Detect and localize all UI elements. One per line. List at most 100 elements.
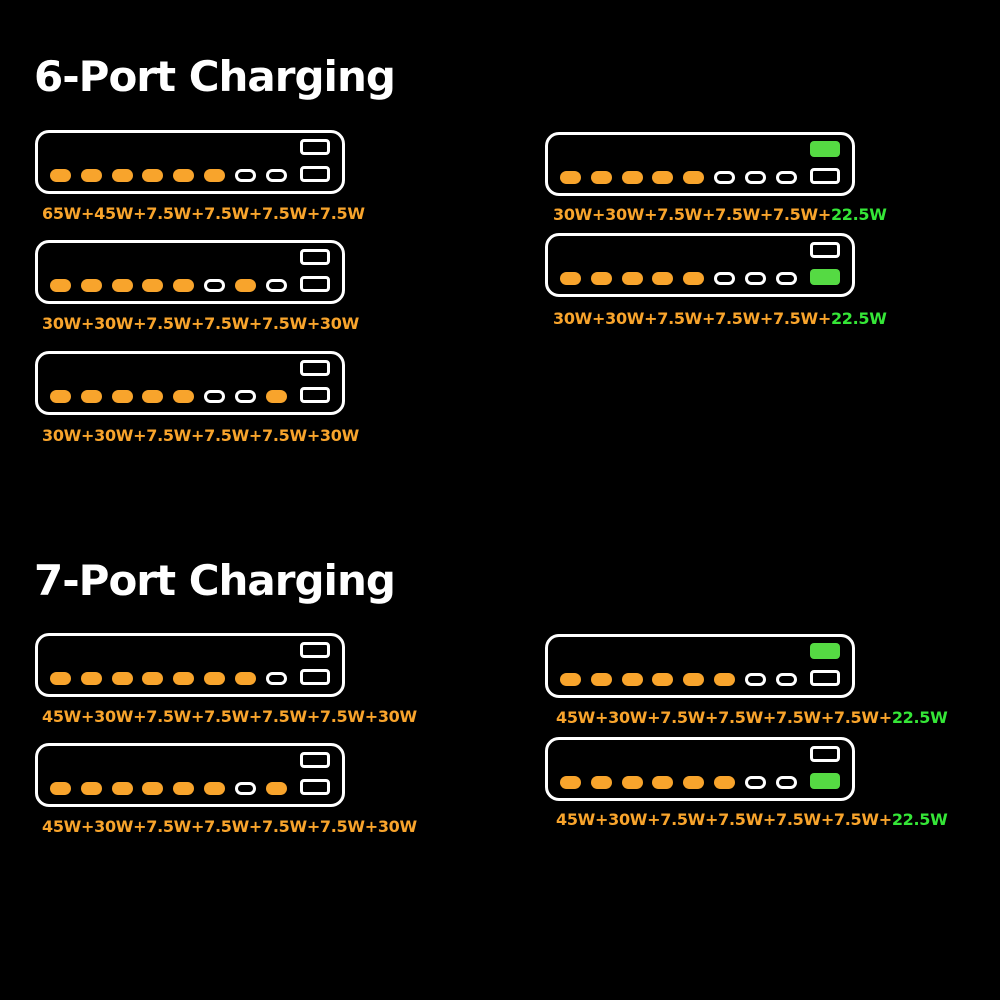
device-power-label: 30W+30W+7.5W+7.5W+7.5W+22.5W — [553, 309, 887, 328]
usb-port-inactive-icon — [775, 272, 797, 285]
device-power-label: 45W+30W+7.5W+7.5W+7.5W+7.5W+30W — [42, 707, 417, 726]
ac-outlet-inactive-icon — [810, 746, 840, 762]
usb-port-active-icon — [621, 776, 643, 789]
usb-port-inactive-icon — [744, 272, 766, 285]
usb-port-active-icon — [80, 390, 102, 403]
power-value-highlight: 22.5W — [830, 205, 887, 224]
usb-port-active-icon — [142, 782, 164, 795]
usb-port-active-icon — [80, 782, 102, 795]
usb-port-inactive-icon — [744, 673, 766, 686]
device-power-label: 45W+30W+7.5W+7.5W+7.5W+7.5W+22.5W — [556, 708, 948, 727]
section-title-7-port: 7-Port Charging — [34, 556, 396, 605]
usb-port-active-icon — [111, 390, 133, 403]
usb-port-active-icon — [683, 673, 705, 686]
power-values: 30W+30W+7.5W+7.5W+7.5W+ — [553, 205, 831, 224]
power-values: 45W+30W+7.5W+7.5W+7.5W+7.5W+30W — [42, 817, 417, 836]
usb-port-active-icon — [142, 672, 164, 685]
usb-port-inactive-icon — [775, 776, 797, 789]
usb-port-inactive-icon — [265, 672, 287, 685]
usb-port-inactive-icon — [714, 171, 735, 184]
usb-port-active-icon — [560, 776, 581, 789]
usb-port-active-icon — [80, 279, 102, 292]
usb-port-active-icon — [142, 279, 164, 292]
device-power-label: 45W+30W+7.5W+7.5W+7.5W+7.5W+22.5W — [556, 810, 948, 829]
usb-port-active-icon — [590, 776, 612, 789]
power-values: 30W+30W+7.5W+7.5W+7.5W+30W — [42, 426, 359, 445]
usb-port-active-icon — [652, 171, 674, 184]
power-values: 30W+30W+7.5W+7.5W+7.5W+30W — [42, 314, 359, 333]
usb-port-active-icon — [590, 673, 612, 686]
usb-port-active-icon — [111, 672, 133, 685]
usb-port-active-icon — [80, 169, 102, 182]
usb-port-active-icon — [714, 673, 735, 686]
usb-port-inactive-icon — [714, 272, 735, 285]
usb-port-active-icon — [142, 390, 164, 403]
charging-device — [35, 240, 345, 304]
ac-outlet-inactive-icon — [810, 670, 840, 686]
usb-port-active-icon — [621, 673, 643, 686]
usb-port-active-icon — [621, 171, 643, 184]
usb-port-active-icon — [652, 776, 674, 789]
charging-device — [545, 634, 855, 698]
usb-port-active-icon — [50, 390, 71, 403]
usb-port-active-icon — [173, 390, 195, 403]
device-power-label: 30W+30W+7.5W+7.5W+7.5W+30W — [42, 314, 359, 333]
ac-outlet-inactive-icon — [300, 166, 330, 182]
usb-port-active-icon — [683, 171, 705, 184]
usb-port-inactive-icon — [265, 169, 287, 182]
ac-outlet-active-icon — [810, 643, 840, 659]
usb-port-active-icon — [234, 279, 256, 292]
usb-port-inactive-icon — [204, 390, 225, 403]
usb-port-inactive-icon — [744, 776, 766, 789]
ac-outlet-inactive-icon — [300, 387, 330, 403]
ac-outlet-inactive-icon — [300, 779, 330, 795]
usb-port-active-icon — [173, 279, 195, 292]
usb-port-active-icon — [265, 390, 287, 403]
ac-outlet-inactive-icon — [300, 249, 330, 265]
usb-port-inactive-icon — [265, 279, 287, 292]
usb-port-active-icon — [111, 169, 133, 182]
usb-port-inactive-icon — [234, 782, 256, 795]
power-values: 45W+30W+7.5W+7.5W+7.5W+7.5W+ — [556, 810, 892, 829]
usb-port-active-icon — [560, 171, 581, 184]
ac-outlet-inactive-icon — [300, 276, 330, 292]
usb-port-inactive-icon — [204, 279, 225, 292]
usb-port-active-icon — [142, 169, 164, 182]
usb-port-active-icon — [173, 672, 195, 685]
usb-port-active-icon — [204, 672, 225, 685]
usb-port-inactive-icon — [234, 169, 256, 182]
usb-port-active-icon — [234, 672, 256, 685]
ac-outlet-active-icon — [810, 773, 840, 789]
usb-port-active-icon — [80, 672, 102, 685]
power-value-highlight: 22.5W — [891, 810, 948, 829]
ac-outlet-inactive-icon — [300, 360, 330, 376]
charging-device — [35, 633, 345, 697]
power-values: 45W+30W+7.5W+7.5W+7.5W+7.5W+ — [556, 708, 892, 727]
charging-device — [35, 351, 345, 415]
usb-port-active-icon — [173, 782, 195, 795]
ac-outlet-active-icon — [810, 141, 840, 157]
usb-port-inactive-icon — [234, 390, 256, 403]
usb-port-active-icon — [590, 171, 612, 184]
charging-device — [35, 130, 345, 194]
ac-outlet-inactive-icon — [810, 242, 840, 258]
power-value-highlight: 22.5W — [891, 708, 948, 727]
power-values: 65W+45W+7.5W+7.5W+7.5W+7.5W — [42, 204, 365, 223]
usb-port-inactive-icon — [775, 171, 797, 184]
usb-port-active-icon — [204, 782, 225, 795]
usb-port-active-icon — [590, 272, 612, 285]
charging-device — [545, 737, 855, 801]
usb-port-active-icon — [683, 272, 705, 285]
usb-port-active-icon — [560, 673, 581, 686]
device-power-label: 30W+30W+7.5W+7.5W+7.5W+22.5W — [553, 205, 887, 224]
usb-port-active-icon — [265, 782, 287, 795]
ac-outlet-inactive-icon — [300, 642, 330, 658]
device-power-label: 65W+45W+7.5W+7.5W+7.5W+7.5W — [42, 204, 365, 223]
usb-port-active-icon — [560, 272, 581, 285]
usb-port-inactive-icon — [744, 171, 766, 184]
ac-outlet-inactive-icon — [300, 669, 330, 685]
usb-port-active-icon — [652, 673, 674, 686]
usb-port-active-icon — [111, 782, 133, 795]
ac-outlet-inactive-icon — [300, 752, 330, 768]
